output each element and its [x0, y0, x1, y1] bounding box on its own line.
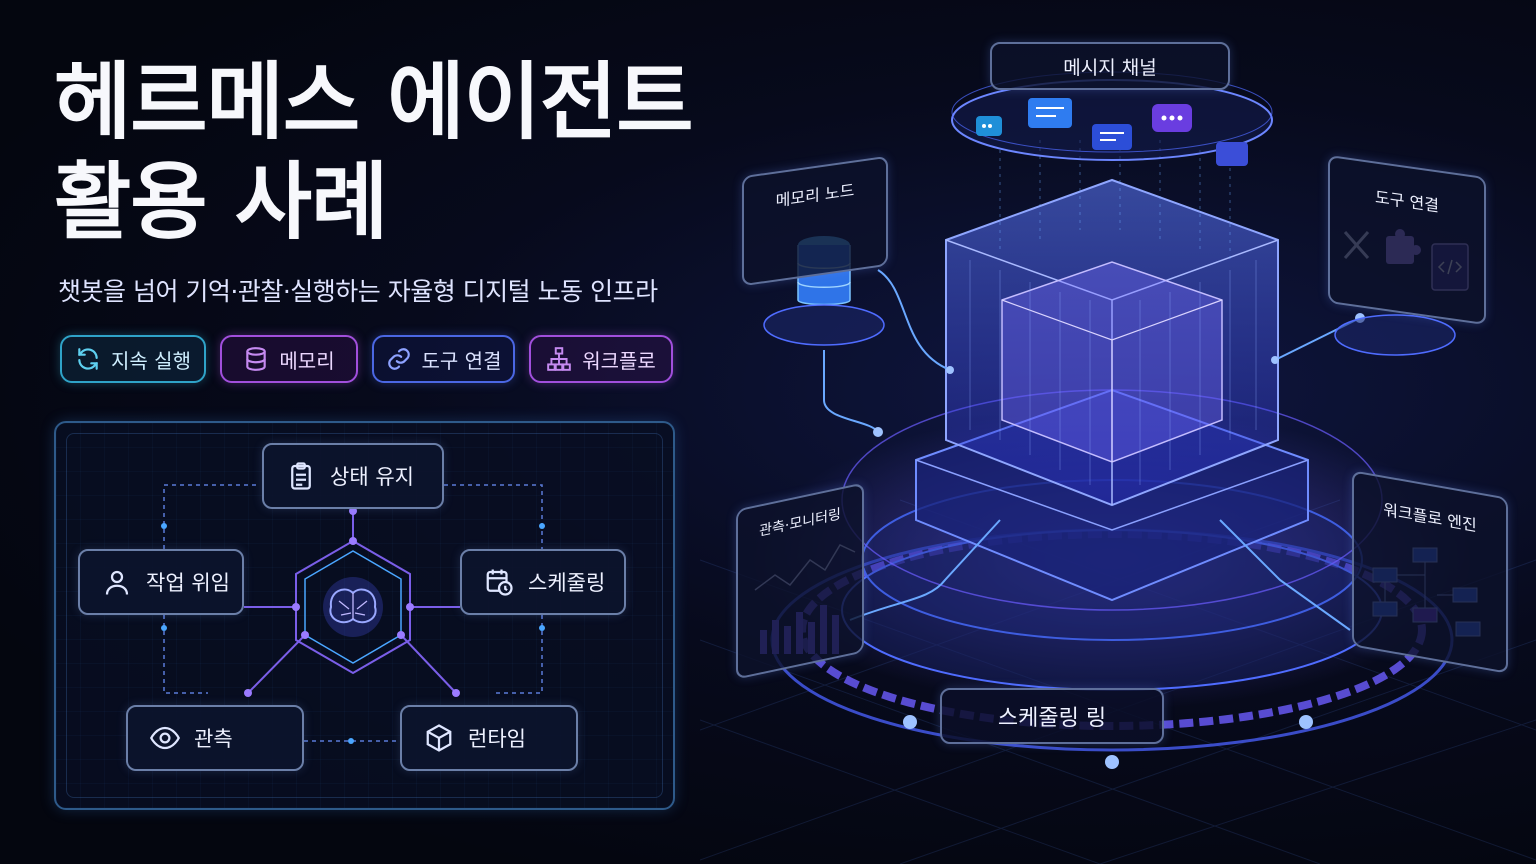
flow-connectors	[161, 484, 545, 744]
database-icon	[246, 347, 267, 371]
flow-node-label: 런타임	[468, 727, 526, 751]
chip-label: 도구 연결	[421, 348, 502, 373]
monitoring-card: 관측·모니터링	[736, 482, 864, 680]
hierarchy-icon	[547, 347, 571, 371]
label-text: 워크플로 엔진	[1383, 499, 1477, 536]
title-line-2: 활용 사례	[54, 153, 388, 251]
label-text: 메시지 채널	[1063, 56, 1157, 79]
refresh-icon	[78, 348, 98, 370]
message-channel-label: 메시지 채널	[990, 42, 1230, 90]
label-text: 관측·모니터링	[759, 506, 841, 540]
flow-node-label: 상태 유지	[330, 465, 414, 489]
page-title: 헤르메스 에이전트 활용 사례	[54, 52, 693, 252]
chip-label: 메모리	[279, 348, 335, 373]
scheduling-ring-label: 스케줄링 링	[940, 688, 1164, 744]
title-line-1: 헤르메스 에이전트	[54, 53, 693, 151]
chip-workflow[interactable]: 워크플로	[529, 335, 673, 383]
flow-node-label: 스케줄링	[528, 571, 606, 595]
label-text: 도구 연결	[1375, 187, 1439, 216]
workflow-engine-card: 워크플로 엔진	[1352, 470, 1508, 674]
tool-connection-card: 도구 연결	[1328, 154, 1486, 326]
chip-label: 워크플로	[582, 348, 656, 373]
chip-label: 지속 실행	[111, 348, 191, 373]
brain-icon	[323, 577, 383, 637]
eye-icon	[150, 726, 180, 750]
label-text: 메모리 노드	[775, 180, 855, 211]
cube-icon	[426, 724, 452, 752]
chip-persistent-execution[interactable]: 지속 실행	[60, 335, 206, 383]
flow-node-observe[interactable]: 관측	[126, 705, 304, 771]
calendar-clock-icon	[486, 569, 513, 596]
page-subtitle: 챗봇을 넘어 기억·관찰·실행하는 자율형 디지털 노동 인프라	[58, 277, 658, 306]
clipboard-icon	[291, 462, 311, 490]
user-icon	[105, 570, 129, 595]
agent-flow-panel: 상태 유지 작업 위임 스케줄링 관측 런타임	[54, 421, 675, 810]
flow-node-runtime[interactable]: 런타임	[400, 705, 578, 771]
label-text: 스케줄링 링	[997, 706, 1107, 731]
flow-node-state[interactable]: 상태 유지	[262, 443, 444, 509]
chip-memory[interactable]: 메모리	[220, 335, 358, 383]
chat-bubble-icon	[976, 98, 1248, 166]
chip-tool-connection[interactable]: 도구 연결	[372, 335, 515, 383]
flow-node-label: 관측	[194, 727, 233, 751]
flow-node-label: 작업 위임	[146, 571, 230, 595]
link-icon	[387, 348, 410, 370]
flow-node-schedule[interactable]: 스케줄링	[460, 549, 626, 615]
panel-inner-frame	[66, 433, 663, 798]
memory-node-card: 메모리 노드	[742, 155, 888, 287]
flow-node-delegate[interactable]: 작업 위임	[78, 549, 244, 615]
